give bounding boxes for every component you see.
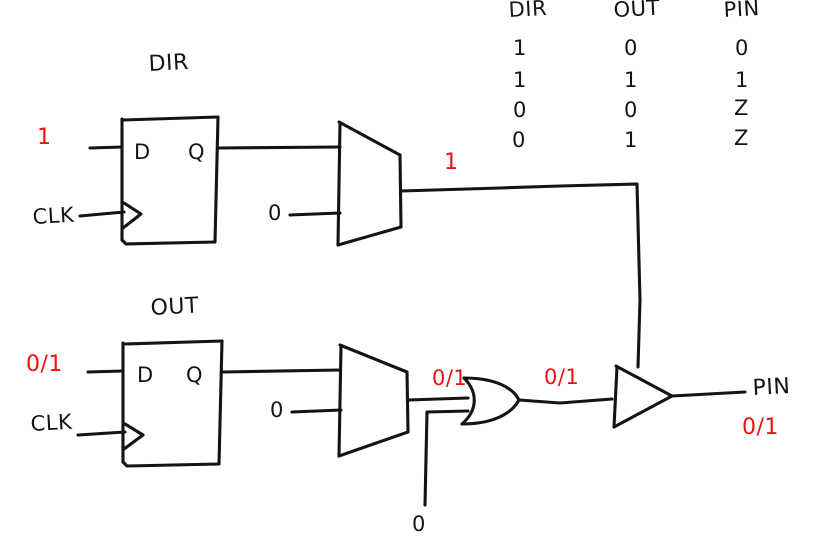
out-q-output-wire: [221, 368, 342, 374]
dir-mux-input1-wire: [288, 211, 342, 217]
dir-d-input-wire: [88, 145, 124, 150]
truth-table-cell-r2c2: Z: [734, 96, 749, 120]
dir-mux-output-value: 1: [444, 150, 459, 175]
truth-table-header-pin: PIN: [723, 0, 761, 22]
dir-d-input-value: 1: [37, 125, 52, 150]
truth-table-cell-r0c2: 0: [735, 36, 749, 60]
dir-clk-edge-marker: [121, 201, 143, 230]
pin-output-label: PIN: [752, 374, 791, 401]
truth-table-cell-r1c2: 1: [735, 68, 749, 92]
truth-table-cell-r3c1: 1: [624, 128, 638, 152]
tristate-output-wire: [670, 390, 747, 398]
dir-flipflop-q-port-label: Q: [188, 140, 206, 164]
dir-clk-label: CLK: [32, 202, 75, 229]
out-d-input-wire: [86, 369, 125, 374]
truth-table-cell-r3c2: Z: [734, 126, 749, 150]
truth-table-cell-r2c0: 0: [513, 98, 527, 122]
or-gate-input-b-wire: [423, 409, 470, 507]
dir-mux-shape: [336, 120, 403, 247]
tristate-buffer-shape: [612, 364, 674, 429]
dir-clk-input-wire: [78, 210, 126, 218]
truth-table-cell-r3c0: 0: [512, 128, 526, 152]
dir-flipflop-box: [120, 115, 220, 246]
dir-flipflop-d-port-label: D: [134, 140, 151, 164]
out-flipflop-box: [121, 339, 224, 468]
out-clk-edge-marker: [122, 422, 145, 451]
out-clk-input-wire: [76, 430, 127, 437]
out-clk-label: CLK: [30, 409, 73, 436]
dir-mux-output-wire: [399, 182, 639, 193]
truth-table-cell-r2c1: 0: [624, 98, 638, 122]
truth-table-cell-r0c0: 1: [513, 36, 527, 60]
truth-table-cell-r0c1: 0: [624, 36, 638, 60]
out-mux-output-wire: [406, 396, 470, 402]
truth-table-header-out: OUT: [613, 0, 661, 22]
or-gate-shape: [460, 376, 521, 426]
dir-q-output-wire: [217, 145, 342, 150]
out-mux-input1-label: 0: [270, 398, 284, 422]
or-gate-input-a-value: 0/1: [432, 366, 468, 390]
or-gate-input-b-label: 0: [412, 512, 426, 536]
dir-mux-input1-label: 0: [268, 201, 282, 225]
or-gate-output-wire: [517, 397, 614, 405]
out-mux-shape: [337, 343, 410, 458]
dir-mux-output-drop-wire: [635, 182, 642, 369]
out-mux-input1-wire: [290, 408, 343, 414]
truth-table-header-dir: DIR: [508, 0, 548, 22]
truth-table-cell-r1c1: 1: [624, 68, 638, 92]
pin-output-value: 0/1: [742, 415, 779, 440]
or-gate-output-value: 0/1: [544, 365, 580, 389]
out-flipflop-d-port-label: D: [137, 363, 154, 387]
out-d-input-value: 0/1: [26, 352, 63, 377]
out-flipflop-q-port-label: Q: [186, 363, 204, 387]
out-flipflop-title: OUT: [150, 293, 200, 321]
truth-table-cell-r1c0: 1: [513, 68, 527, 92]
dir-flipflop-title: DIR: [148, 49, 190, 77]
